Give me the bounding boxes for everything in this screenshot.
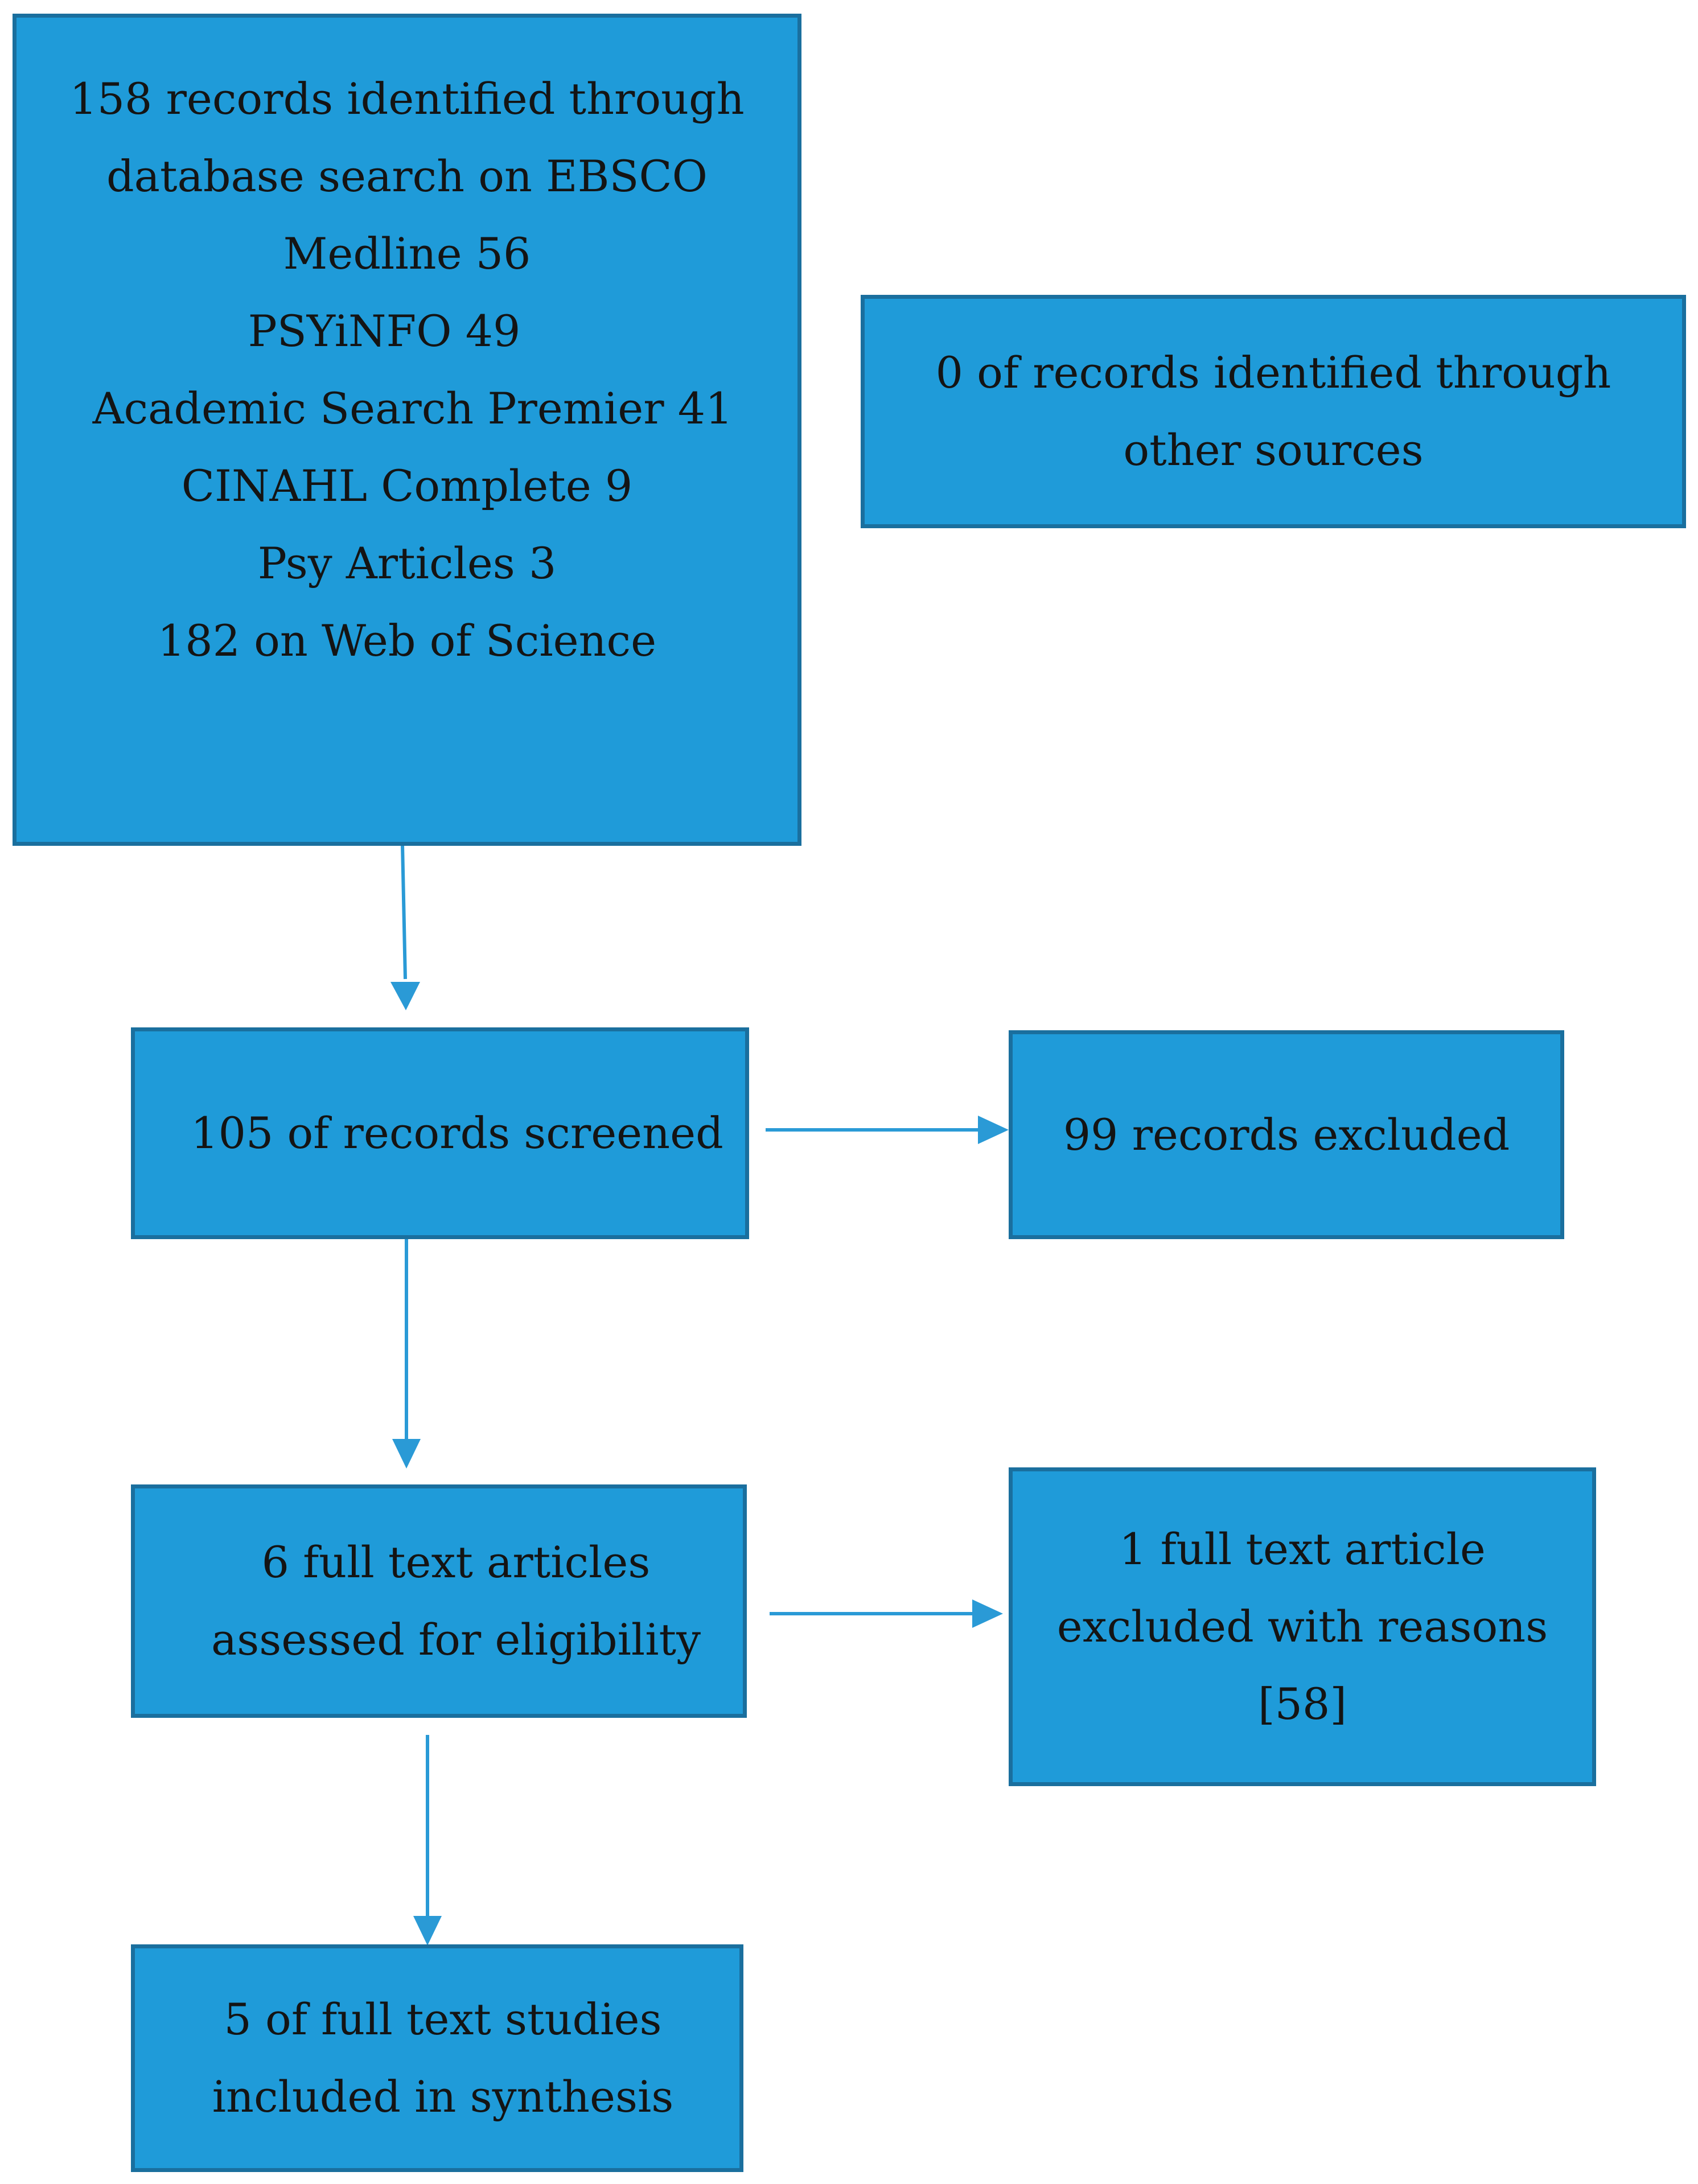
eligibility-line-2: assessed for eligibility (211, 1614, 701, 1665)
excluded-box: 99 records excluded (1009, 1030, 1564, 1239)
database-search-line-8: 182 on Web of Science (157, 615, 657, 666)
screened-line-1: 105 of records screened (191, 1108, 723, 1158)
other-sources-line-2: other sources (1123, 425, 1424, 475)
database-search-line-1: 158 records identified through (69, 73, 745, 124)
excluded-line-1: 99 records excluded (1063, 1109, 1510, 1160)
database-search-line-3: Medline 56 (283, 228, 531, 279)
database-search-box: 158 records identified through database … (13, 14, 801, 846)
fulltext-excluded-box: 1 full text article excluded with reason… (1009, 1467, 1596, 1786)
included-line-1: 5 of full text studies (224, 1994, 662, 2045)
fulltext-excluded-line-1: 1 full text article (1119, 1524, 1486, 1574)
included-box: 5 of full text studies included in synth… (131, 1944, 743, 2172)
database-search-line-5: Academic Search Premier 41 (92, 383, 733, 434)
eligibility-line-1: 6 full text articles (261, 1537, 651, 1587)
arrow-eligibility-to-included-head (413, 1916, 442, 1946)
arrow-screened-to-eligibility-head (392, 1439, 421, 1469)
eligibility-box: 6 full text articles assessed for eligib… (131, 1484, 747, 1718)
database-search-line-4: PSYiNFO 49 (248, 306, 521, 356)
arrow-screened-to-excluded-head (978, 1116, 1009, 1144)
other-sources-line-1: 0 of records identified through (935, 347, 1611, 398)
arrow-search-to-screened (401, 844, 407, 980)
other-sources-box: 0 of records identified through other so… (861, 295, 1686, 528)
arrow-search-to-screened-head (390, 982, 420, 1010)
fulltext-excluded-line-3: [58] (1257, 1679, 1347, 1729)
fulltext-excluded-line-2: excluded with reasons (1056, 1601, 1548, 1652)
arrow-eligibility-to-fulltext-excluded-head (972, 1599, 1003, 1628)
database-search-line-6: CINAHL Complete 9 (181, 460, 633, 511)
database-search-line-2: database search on EBSCO (106, 151, 708, 201)
database-search-line-7: Psy Articles 3 (257, 538, 557, 589)
screened-box: 105 of records screened (131, 1027, 749, 1239)
included-line-2: included in synthesis (212, 2071, 674, 2122)
